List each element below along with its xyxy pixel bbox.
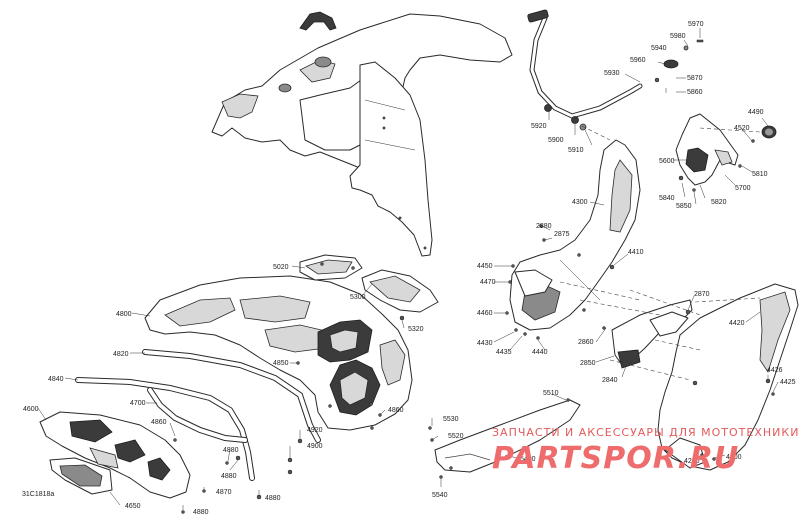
part-label-2880: 2880 xyxy=(536,223,552,230)
part-label-2840: 2840 xyxy=(602,377,618,384)
part-label-4435: 4435 xyxy=(496,349,512,356)
part-label-4800: 4800 xyxy=(116,311,132,318)
part-label-5960: 5960 xyxy=(630,57,646,64)
watermark: ЗАПЧАСТИ И АКСЕССУАРЫ ДЛЯ МОТОТЕХНИКИ PA… xyxy=(492,426,799,476)
part-label-5700: 5700 xyxy=(735,185,751,192)
part-label-5540: 5540 xyxy=(432,492,448,499)
part-label-4900: 4900 xyxy=(307,443,323,450)
lower-panel-4600 xyxy=(39,411,191,499)
part-label-5510: 5510 xyxy=(543,390,559,397)
part-label-5940: 5940 xyxy=(651,45,667,52)
part-label-4410: 4410 xyxy=(628,249,644,256)
part-labels: 5970 5980 5940 5960 5930 5870 5860 5920 … xyxy=(22,21,796,516)
part-label-5920: 5920 xyxy=(531,123,547,130)
part-label-5870: 5870 xyxy=(687,75,703,82)
side-panel-4300 xyxy=(505,139,641,340)
front-fender-assembly xyxy=(211,11,513,257)
part-label-4860-right: 4860 xyxy=(388,407,404,414)
grab-handle-assembly xyxy=(527,9,704,131)
part-label-5820: 5820 xyxy=(711,199,727,206)
part-label-4860-left: 4860 xyxy=(151,419,167,426)
part-label-4850: 4850 xyxy=(273,360,289,367)
diagram-reference-code: 31C1818a xyxy=(22,491,54,498)
mount-bracket-2840 xyxy=(602,299,693,369)
part-label-5850: 5850 xyxy=(676,203,692,210)
part-label-4420: 4420 xyxy=(729,320,745,327)
front-rack-4800 xyxy=(144,254,439,431)
part-label-5320: 5320 xyxy=(408,326,424,333)
part-label-4870: 4870 xyxy=(216,489,232,496)
part-label-2875: 2875 xyxy=(554,231,570,238)
part-label-4820: 4820 xyxy=(113,351,129,358)
part-label-4100: 4100 xyxy=(726,454,742,461)
part-label-4470: 4470 xyxy=(480,279,496,286)
tube-assembly xyxy=(75,349,321,514)
assembly-lines xyxy=(559,125,761,381)
part-label-2850: 2850 xyxy=(580,360,596,367)
part-label-5600: 5600 xyxy=(659,158,675,165)
part-label-5020: 5020 xyxy=(273,264,289,271)
leader-lines xyxy=(37,28,779,510)
part-label-4650: 4650 xyxy=(125,503,141,510)
part-label-4920: 4920 xyxy=(307,427,323,434)
part-label-4425: 4425 xyxy=(780,379,796,386)
part-label-5980: 5980 xyxy=(670,33,686,40)
part-label-5810: 5810 xyxy=(752,171,768,178)
part-label-4880-upper: 4880 xyxy=(223,447,239,454)
part-label-4880-lower: 4880 xyxy=(265,495,281,502)
part-label-5400: 5400 xyxy=(520,456,536,463)
part-label-4220: 4220 xyxy=(684,458,700,465)
part-label-4300: 4300 xyxy=(572,199,588,206)
part-label-5930: 5930 xyxy=(604,70,620,77)
part-label-4426: 4426 xyxy=(767,367,783,374)
watermark-brand: PARTSPOR.RU xyxy=(492,441,739,476)
part-label-4880-mid: 4880 xyxy=(221,473,237,480)
part-label-4460: 4460 xyxy=(477,310,493,317)
part-label-2860: 2860 xyxy=(578,339,594,346)
light-bracket-assembly xyxy=(675,113,777,192)
part-label-4880-bottom: 4880 xyxy=(193,509,209,516)
part-label-4440: 4440 xyxy=(532,349,548,356)
part-label-4430: 4430 xyxy=(477,340,493,347)
part-label-2870: 2870 xyxy=(694,291,710,298)
part-label-5300: 5300 xyxy=(350,294,366,301)
part-label-4520: 4520 xyxy=(734,125,750,132)
watermark-caption: ЗАПЧАСТИ И АКСЕССУАРЫ ДЛЯ МОТОТЕХНИКИ xyxy=(492,426,799,439)
part-label-5840: 5840 xyxy=(659,195,675,202)
part-label-5530: 5530 xyxy=(443,416,459,423)
part-label-4450: 4450 xyxy=(477,263,493,270)
part-label-4700: 4700 xyxy=(130,400,146,407)
side-panel-4100 xyxy=(657,283,799,471)
part-label-5860: 5860 xyxy=(687,89,703,96)
part-label-5910: 5910 xyxy=(568,147,584,154)
part-label-5900: 5900 xyxy=(548,137,564,144)
skid-plate-5400 xyxy=(428,398,581,479)
part-label-4490: 4490 xyxy=(748,109,764,116)
part-label-5970: 5970 xyxy=(688,21,704,28)
part-label-4840: 4840 xyxy=(48,376,64,383)
part-label-4600: 4600 xyxy=(23,406,39,413)
part-label-5520: 5520 xyxy=(448,433,464,440)
